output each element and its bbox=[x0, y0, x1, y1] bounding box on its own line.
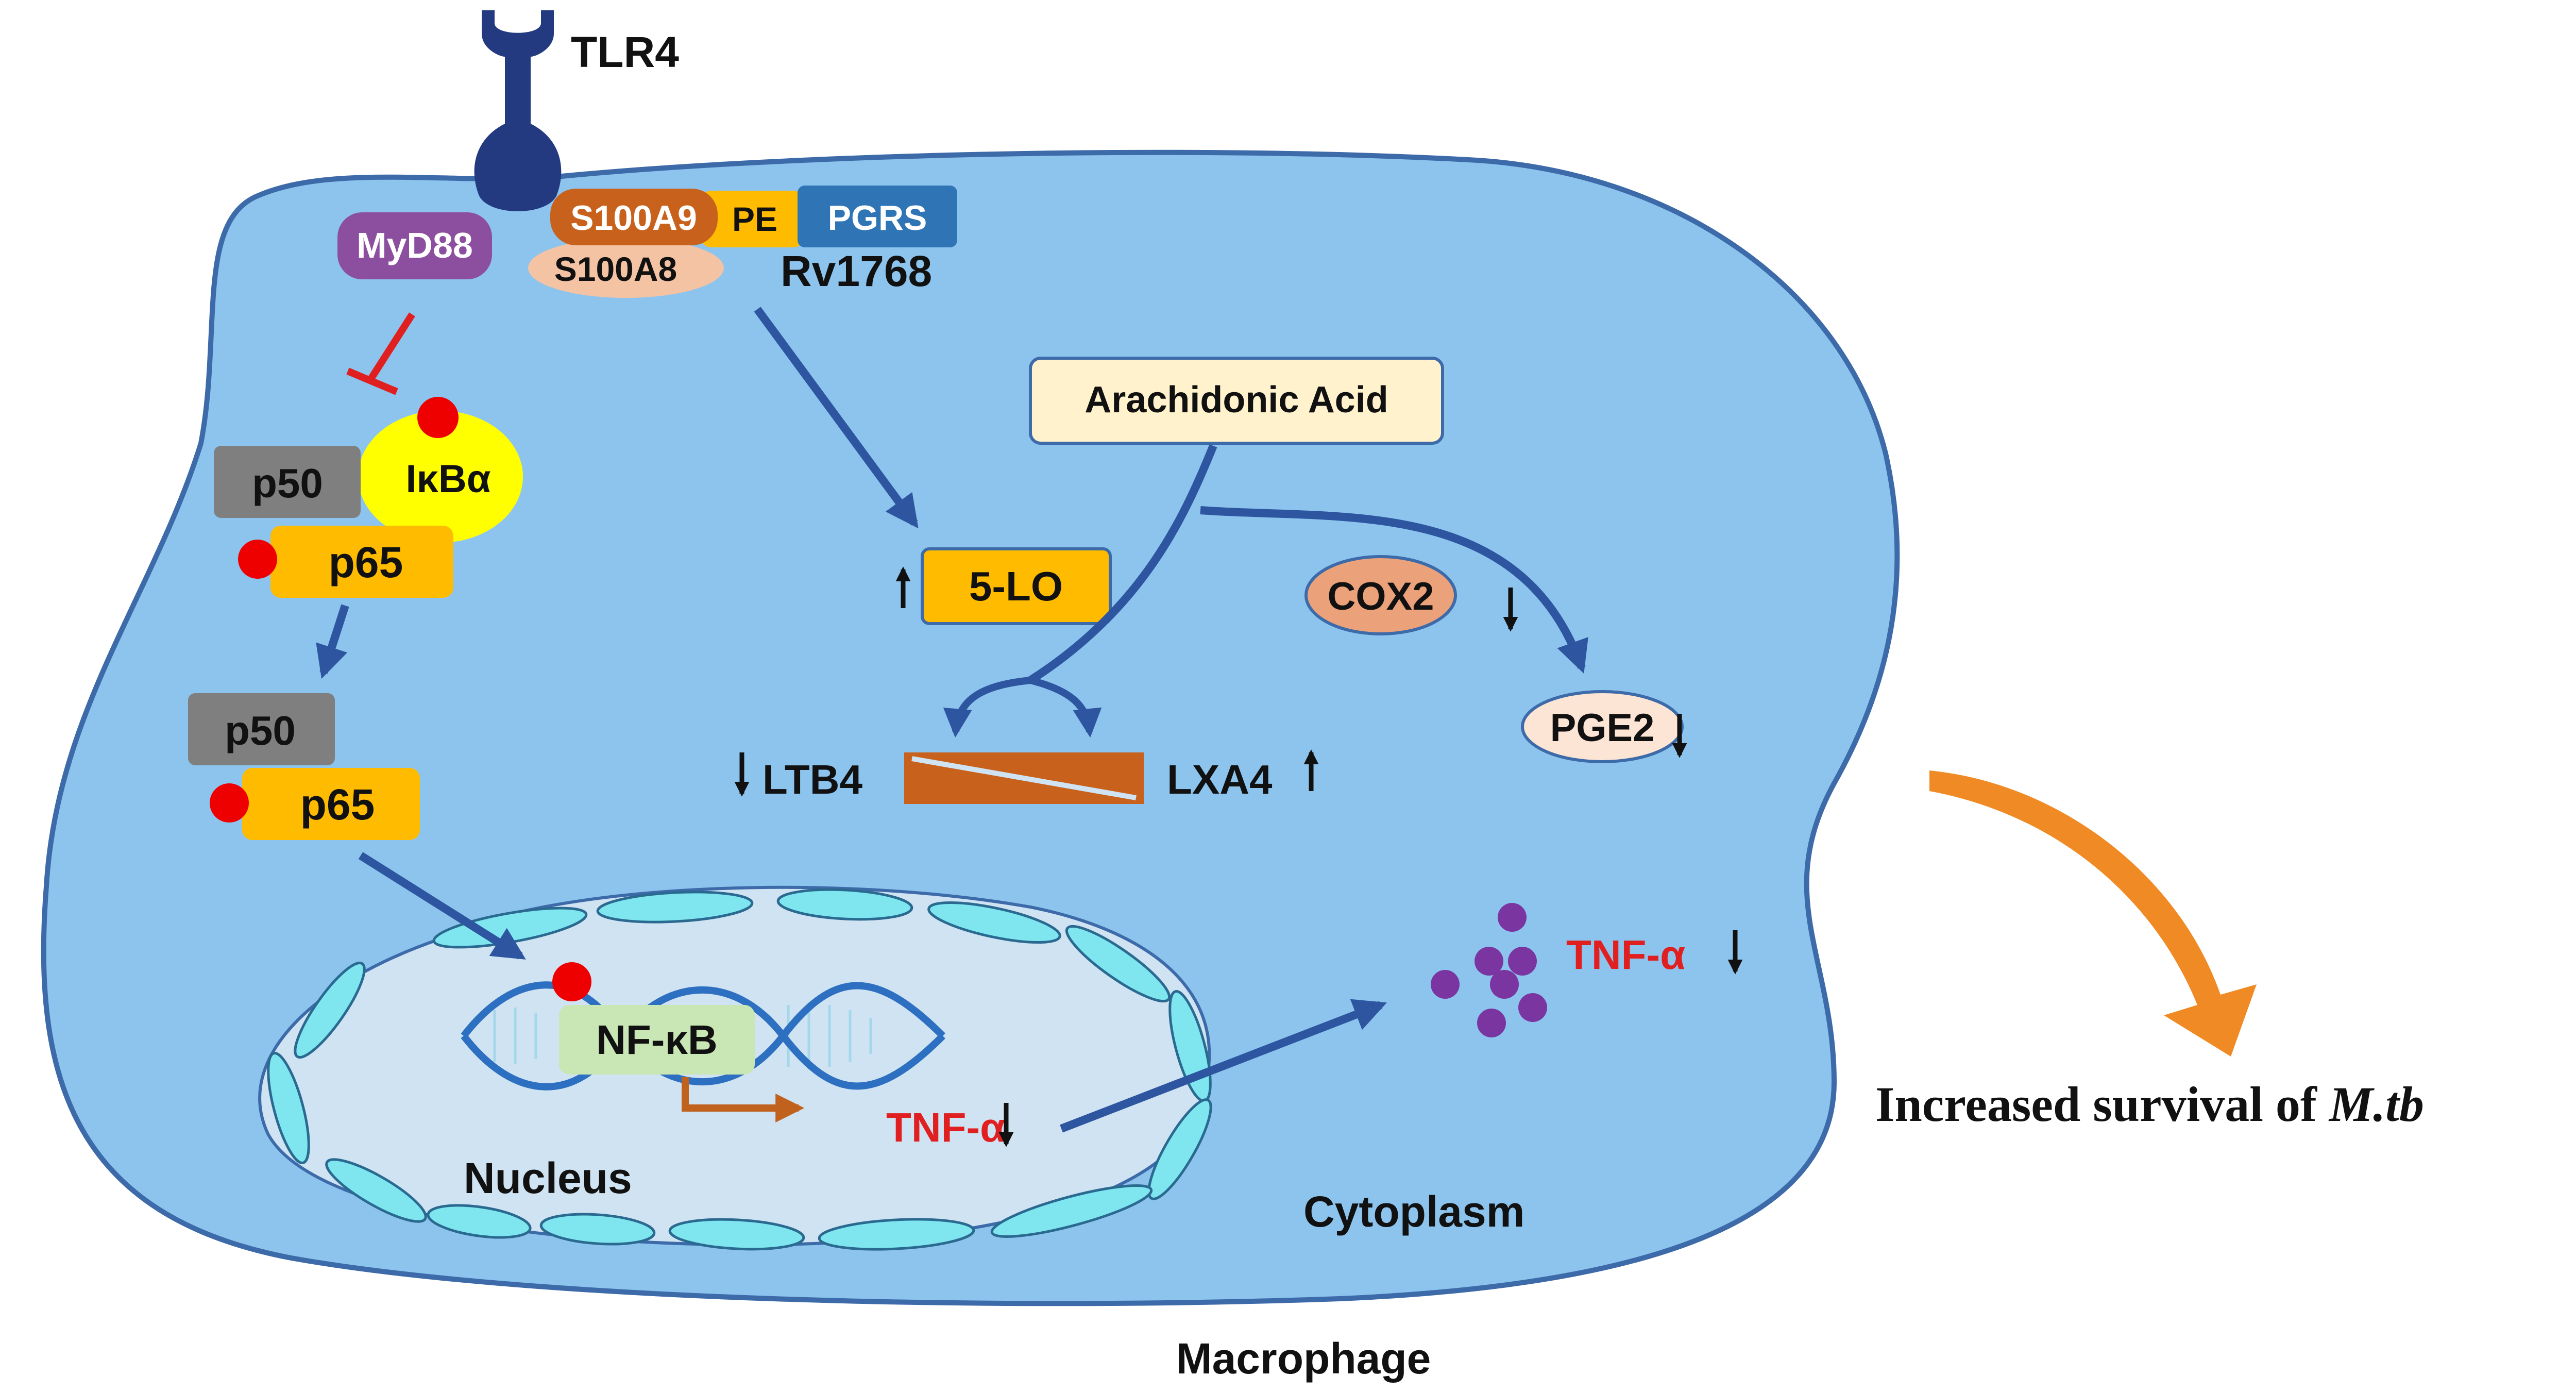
envelope-segment bbox=[1147, 1098, 1212, 1200]
pe-label: PE bbox=[732, 200, 777, 238]
tnf-nucleus-label: TNF-α bbox=[886, 1104, 1005, 1150]
pgrs-label: PGRS bbox=[828, 198, 927, 238]
pe-box bbox=[701, 191, 804, 247]
envelope-segment bbox=[596, 891, 754, 924]
arrow-to-ltb4 bbox=[943, 677, 1031, 738]
five-lo-label: 5-LO bbox=[969, 563, 1063, 609]
arrow-to-5lo bbox=[754, 307, 919, 529]
envelope-segment bbox=[1065, 925, 1171, 1003]
myd88-label: MyD88 bbox=[357, 225, 473, 265]
dna-helix bbox=[461, 981, 945, 1091]
envelope-segment bbox=[294, 961, 366, 1059]
envelope-segment bbox=[776, 888, 913, 921]
p65-bottom-phospho-dot bbox=[210, 783, 249, 823]
s100a8-shape bbox=[528, 238, 724, 298]
p65-bottom-box bbox=[242, 768, 420, 840]
envelope-segment bbox=[267, 1052, 310, 1164]
p50-bottom-label: p50 bbox=[225, 708, 296, 753]
arrow-to-nucleus bbox=[358, 852, 526, 960]
outcome-text: Increased survival of M.tb bbox=[1875, 1077, 2424, 1132]
p65-bottom-label: p65 bbox=[300, 780, 375, 829]
arrow-to-lxa4 bbox=[1029, 677, 1102, 738]
envelope-segment bbox=[668, 1218, 805, 1251]
envelope-segment bbox=[927, 901, 1061, 944]
p50-bottom-box bbox=[188, 693, 335, 765]
tlr4-label: TLR4 bbox=[571, 28, 679, 76]
envelope-segment bbox=[427, 1204, 532, 1239]
five-lo-box bbox=[921, 547, 1112, 625]
cytoplasm-label: Cytoplasm bbox=[1303, 1187, 1524, 1236]
ltb4-lxa4-balance bbox=[904, 752, 1144, 804]
p65-top-label: p65 bbox=[329, 538, 403, 586]
tnf-molecules bbox=[1431, 903, 1547, 1037]
nfkb-phospho-dot bbox=[552, 962, 591, 1001]
tnf-cytoplasm-label: TNF-α bbox=[1566, 932, 1685, 978]
cox2-label: COX2 bbox=[1328, 575, 1434, 618]
tlr4-receptor bbox=[474, 10, 562, 211]
ikba-phospho-dot bbox=[417, 397, 459, 438]
nfkb-label: NF-κB bbox=[596, 1017, 718, 1063]
transcription-arrow bbox=[682, 1077, 805, 1122]
lxa4-label: LXA4 bbox=[1167, 757, 1273, 802]
arrow-aa-to-pge2 bbox=[1200, 506, 1588, 674]
pgrs-box bbox=[798, 186, 957, 247]
s100a9-box bbox=[550, 189, 718, 245]
p50-top-box bbox=[214, 446, 361, 518]
macrophage-label: Macrophage bbox=[1176, 1334, 1431, 1383]
arachidonic-acid-label: Arachidonic Acid bbox=[1084, 379, 1388, 421]
inhibition-symbol bbox=[346, 312, 415, 395]
p50-top-label: p50 bbox=[252, 460, 323, 506]
arachidonic-acid-box bbox=[1029, 357, 1444, 445]
myd88-box bbox=[337, 212, 492, 279]
arrow-aa-to-lipoxins bbox=[1028, 444, 1217, 684]
pge2-label: PGE2 bbox=[1550, 706, 1655, 750]
p65-top-phospho-dot bbox=[238, 540, 277, 579]
pge2-shape bbox=[1521, 690, 1684, 763]
cox2-shape bbox=[1304, 555, 1457, 635]
ikba-label: IκBα bbox=[405, 457, 490, 501]
rv1768-label: Rv1768 bbox=[781, 247, 932, 295]
nucleus bbox=[258, 885, 1212, 1251]
nfkb-box bbox=[559, 1005, 755, 1075]
s100a8-label: S100A8 bbox=[554, 250, 677, 288]
envelope-segment bbox=[539, 1213, 656, 1246]
envelope-segment bbox=[325, 1158, 427, 1223]
arrow-tnf-export bbox=[1060, 999, 1387, 1133]
p65-top-box bbox=[270, 526, 453, 598]
envelope-segment bbox=[818, 1218, 975, 1251]
envelope-segment bbox=[990, 1184, 1153, 1238]
ikba-shape bbox=[358, 411, 523, 543]
arrow-complex-to-dimer bbox=[316, 604, 349, 679]
outcome-arrow bbox=[1929, 770, 2257, 1056]
ltb4-label: LTB4 bbox=[762, 757, 863, 802]
nucleus-label: Nucleus bbox=[464, 1154, 632, 1202]
s100a9-label: S100A9 bbox=[570, 198, 697, 238]
